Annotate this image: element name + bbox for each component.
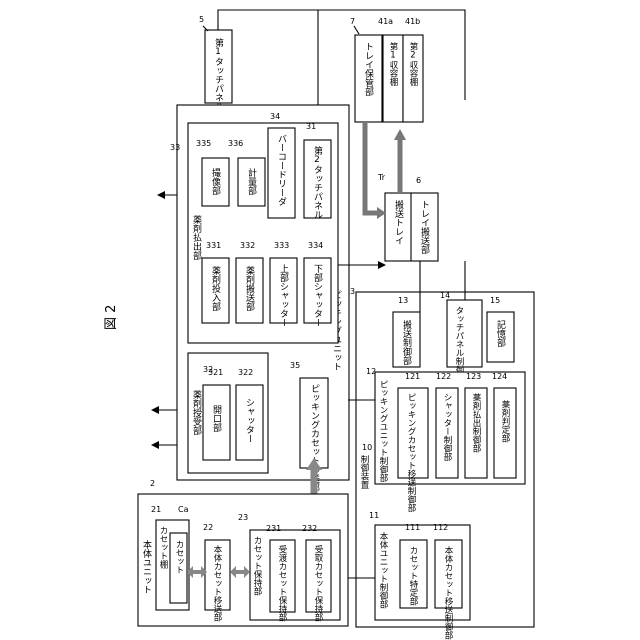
ref-321: 321 <box>208 368 223 377</box>
ref-11: 11 <box>369 511 379 520</box>
shutter-ctrl-label: シャッター制御部 <box>442 393 452 462</box>
receive-hold-label: 受取カセット保持部 <box>313 544 323 622</box>
ref-41a: 41a <box>378 17 393 26</box>
ref-111: 111 <box>405 523 420 532</box>
ref-122: 122 <box>436 372 451 381</box>
cassette-shelf-label: カセット棚 <box>158 526 168 569</box>
ref-3: 3 <box>350 287 355 296</box>
ref-7-leader <box>354 26 359 34</box>
touch2-label: 第2タッチパネル <box>312 145 323 219</box>
lower-shutter-label: 下部シャッター <box>312 264 323 327</box>
external-arrows <box>152 195 177 445</box>
ref-14: 14 <box>440 291 450 300</box>
upper-shutter-label: 上部シャッター <box>278 264 289 327</box>
holding-title: カセット保持部 <box>252 536 262 596</box>
ref-10: 10 <box>362 443 372 452</box>
receive-title: 薬剤授受部 <box>191 389 202 436</box>
ref-41b: 41b <box>405 17 420 26</box>
ref-124: 124 <box>492 372 507 381</box>
figure-title: 図 2 <box>104 305 119 330</box>
ref-34: 34 <box>270 112 280 121</box>
touch1-line <box>218 10 465 100</box>
ref-12: 12 <box>366 367 376 376</box>
tray-out-arrowhead <box>394 129 406 140</box>
ref-23: 23 <box>238 513 248 522</box>
ref-7: 7 <box>350 17 355 26</box>
ref-123: 123 <box>466 372 481 381</box>
dispense-title: 薬剤払出部 <box>191 214 202 261</box>
shutter-label: シャッター <box>244 398 255 443</box>
ref-112: 112 <box>433 523 448 532</box>
ref-231: 231 <box>266 524 281 533</box>
ref-21: 21 <box>151 505 161 514</box>
ref-121: 121 <box>405 372 420 381</box>
conv-ctrl-label: 搬送制御部 <box>401 319 412 366</box>
ref-5: 5 <box>199 15 204 24</box>
cassette-id-label: カセット特定部 <box>408 546 418 606</box>
opening-label: 開口部 <box>211 405 222 433</box>
ref-322: 322 <box>238 368 253 377</box>
touch-ctrl-box <box>447 300 482 367</box>
ref-15: 15 <box>490 296 500 305</box>
ref-31: 31 <box>306 122 316 131</box>
ref-332: 332 <box>240 241 255 250</box>
conveyor-unit-label: トレイ搬送部 <box>419 200 430 255</box>
ref-331: 331 <box>206 241 221 250</box>
main-transfer-ctrl-label: 本体カセット移送制御部 <box>443 545 453 640</box>
weighing-label: 計量部 <box>246 167 257 196</box>
ref-334: 334 <box>308 241 323 250</box>
main-transfer-label: 本体カセット移送部 <box>212 544 222 622</box>
main-ctrl-title: 本体ユニット制御部 <box>378 531 388 609</box>
ref-6: 6 <box>416 176 421 185</box>
convey-label: 薬剤搬送部 <box>244 265 255 312</box>
cassette-label: カセット <box>174 540 184 574</box>
bin2-label: 第2収容棚 <box>408 41 418 87</box>
pick-transfer-ctrl-label: ピッキングカセット移送制御部 <box>406 393 416 513</box>
ref-22: 22 <box>203 523 213 532</box>
ref-33: 33 <box>170 143 180 152</box>
ref-333: 333 <box>274 241 289 250</box>
ref-13: 13 <box>398 296 408 305</box>
ref-35: 35 <box>290 361 300 370</box>
ref-2: 2 <box>150 479 155 488</box>
imaging-label: 撮像部 <box>210 167 221 196</box>
pick-ctrl-title: ピッキングユニット制御部 <box>378 380 388 483</box>
ref-232: 232 <box>302 524 317 533</box>
barcode-label: バーコードリーダ <box>276 134 287 206</box>
storage-label: 記憶部 <box>495 319 506 348</box>
judge-label: 薬剤判定部 <box>500 399 510 443</box>
control-title: 制御装置 <box>359 454 369 489</box>
ref-336: 336 <box>228 139 243 148</box>
main-unit-title: 本体ユニット <box>141 539 152 594</box>
dispense-ctrl-label: 薬剤払出制御部 <box>471 392 481 453</box>
ref-335: 335 <box>196 139 211 148</box>
ref-Tr: Tr <box>377 173 386 182</box>
conveyor-tray-label: 搬送トレイ <box>393 199 404 245</box>
input-label: 薬剤投入部 <box>210 265 221 312</box>
bin1-label: 第1収容棚 <box>388 41 398 87</box>
first-touch-panel-label: 第1タッチパネル <box>213 37 224 111</box>
ref-Ca: Ca <box>178 505 189 514</box>
tray-supply-arrow <box>365 122 377 213</box>
deliver-hold-label: 受渡カセット保持部 <box>277 544 287 622</box>
tray-storage-label: トレイ保管部 <box>363 42 374 97</box>
